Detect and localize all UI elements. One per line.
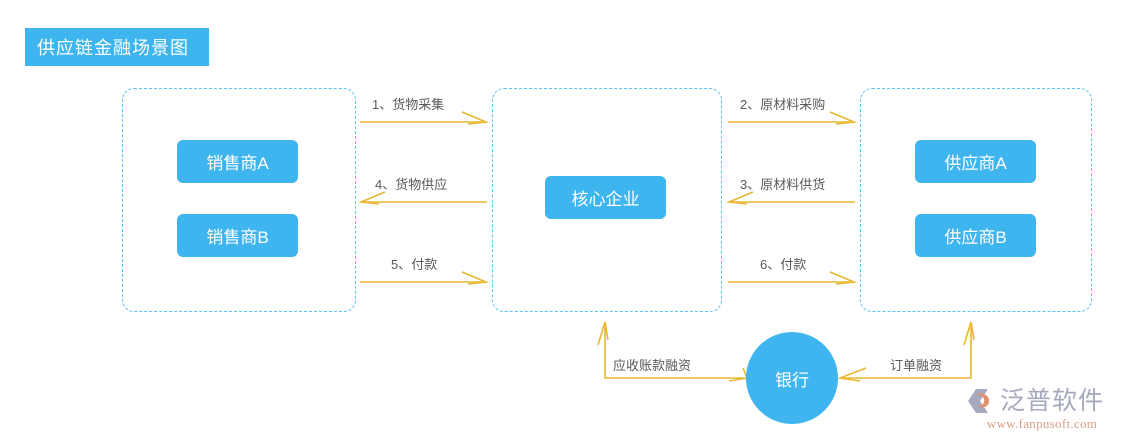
arrow-flow-1 xyxy=(360,111,490,125)
node-bank[interactable]: 银行 xyxy=(746,332,838,424)
node-supplier-a-label: 供应商A xyxy=(944,154,1007,173)
label-flow-2: 2、原材料采购 xyxy=(740,97,826,112)
node-supplier-b-label: 供应商B xyxy=(944,228,1007,247)
group-core xyxy=(492,88,722,312)
node-seller-b[interactable]: 销售商B xyxy=(177,214,298,257)
label-flow-3: 3、原材料供货 xyxy=(740,177,826,192)
page-title-banner: 供应链金融场景图 xyxy=(25,28,209,66)
fanpu-logo-icon xyxy=(968,389,990,413)
arrow-flow-6 xyxy=(728,271,858,285)
watermark: 泛普软件 www.fanpusoft.com xyxy=(966,386,1118,434)
watermark-name: 泛普软件 xyxy=(1000,386,1105,415)
label-order-finance: 订单融资 xyxy=(890,358,943,373)
node-supplier-b[interactable]: 供应商B xyxy=(915,214,1036,257)
arrow-flow-4 xyxy=(357,191,487,205)
group-sellers xyxy=(122,88,356,312)
page-title: 供应链金融场景图 xyxy=(37,38,189,58)
label-ar-finance: 应收账款融资 xyxy=(613,358,692,373)
label-flow-4: 4、货物供应 xyxy=(375,177,448,192)
watermark-url: www.fanpusoft.com xyxy=(986,416,1098,431)
node-supplier-a[interactable]: 供应商A xyxy=(915,140,1036,183)
group-suppliers xyxy=(860,88,1092,312)
arrow-flow-2 xyxy=(728,111,858,125)
node-seller-a-label: 销售商A xyxy=(206,154,269,173)
arrow-flow-3 xyxy=(725,191,855,205)
node-seller-a[interactable]: 销售商A xyxy=(177,140,298,183)
arrow-flow-5 xyxy=(360,271,490,285)
label-flow-5: 5、付款 xyxy=(391,257,438,272)
label-flow-6: 6、付款 xyxy=(760,257,807,272)
node-core-enterprise[interactable]: 核心企业 xyxy=(545,176,666,219)
label-flow-1: 1、货物采集 xyxy=(372,97,445,112)
node-bank-label: 银行 xyxy=(775,370,809,390)
node-core-label: 核心企业 xyxy=(571,190,640,209)
node-seller-b-label: 销售商B xyxy=(206,228,269,247)
